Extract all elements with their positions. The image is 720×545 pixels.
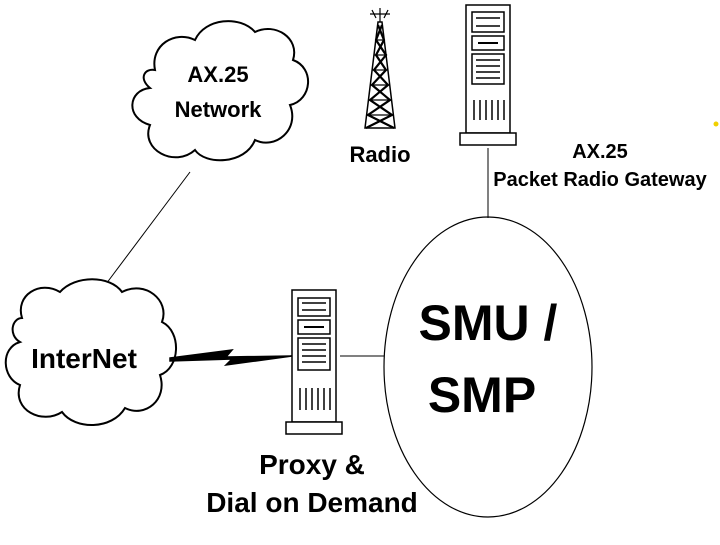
internet-cloud: InterNet [4,278,177,426]
cloud-icon [131,20,310,162]
smu-smp-circle [383,216,593,518]
internet-label: InterNet [31,343,137,374]
ax25-network-label-line1: AX.25 [187,62,248,87]
gateway-label-line1: AX.25 [572,141,628,163]
proxy-label-line2: Dial on Demand [206,487,418,518]
ax25-network-cloud: AX.25 Network [131,20,310,162]
cloud-icon [4,278,177,426]
server-tower-icon [285,289,343,435]
radio-tower: Radio [349,8,411,167]
smu-smp-label-line2: SMP [428,367,536,423]
lightning-link-icon [169,349,293,367]
accent-dot [713,121,719,127]
ax25-network-label-line2: Network [175,97,263,122]
link-ax25-internet [99,171,191,293]
smu-smp-label-line1: SMU / [419,295,558,351]
gateway-label-line2: Packet Radio Gateway [493,169,707,191]
server-tower-icon [459,4,517,146]
proxy-label-line1: Proxy & [259,449,365,480]
radio-tower-icon [364,8,396,129]
gateway-server: AX.25 Packet Radio Gateway [459,4,708,191]
radio-label: Radio [349,142,410,167]
proxy-server: Proxy & Dial on Demand [206,289,418,518]
smu-smp-node: SMU / SMP [383,216,593,518]
